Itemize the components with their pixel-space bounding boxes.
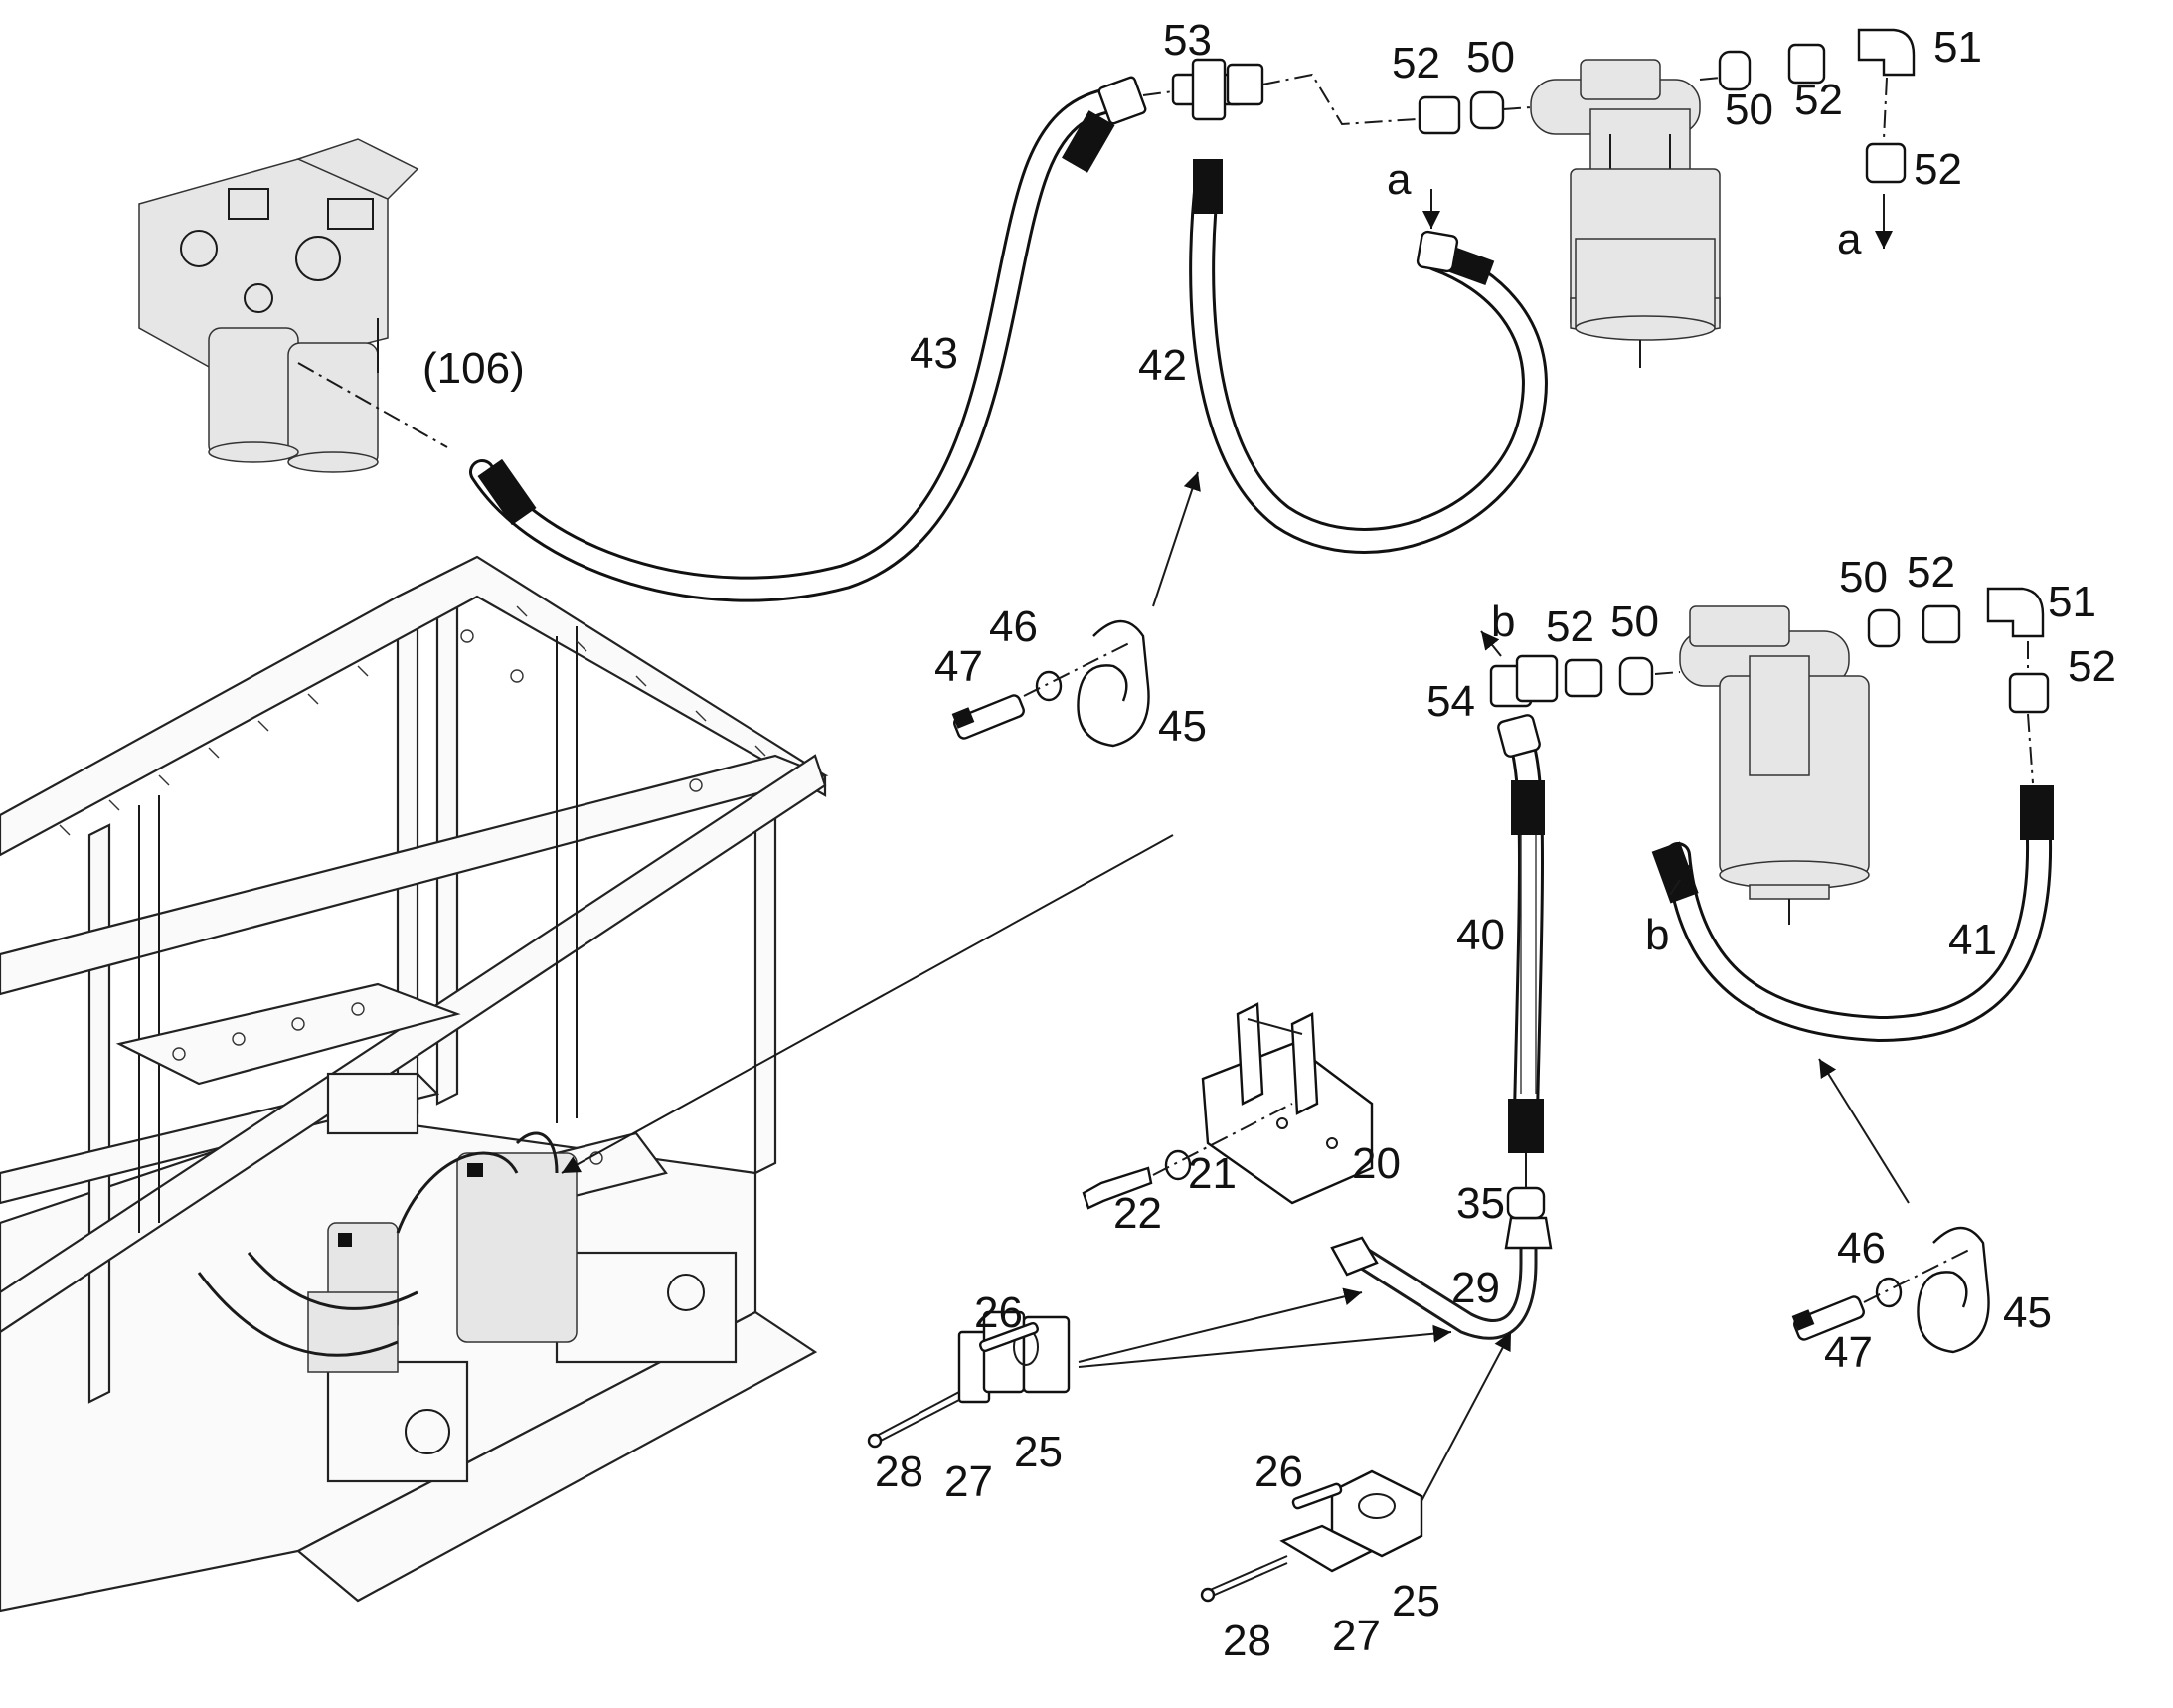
hose-41 [1651, 785, 2054, 1043]
leader-arrows [561, 189, 1910, 1502]
callout-labels: (106) 53 52 50 50 52 51 52 43 42 47 46 4… [422, 16, 2116, 1665]
fittings-top [1097, 28, 1916, 273]
clamp-set-lower [1200, 1469, 1423, 1603]
marker-b-mid: b [1645, 911, 1669, 959]
callout-50: 50 [1610, 598, 1659, 646]
tube-29 [1330, 1216, 1553, 1340]
marker-b-top: b [1491, 598, 1515, 646]
callout-41: 41 [1948, 916, 1997, 964]
callout-53: 53 [1163, 16, 1212, 65]
callout-28: 28 [875, 1448, 923, 1496]
callout-26: 26 [974, 1288, 1023, 1337]
callout-46: 46 [1837, 1224, 1886, 1273]
callout-45: 45 [2003, 1288, 2052, 1337]
callout-52: 52 [2068, 642, 2116, 691]
callout-50: 50 [1466, 33, 1515, 82]
callout-25: 25 [1392, 1577, 1440, 1625]
lower-filter-assembly [1679, 605, 1870, 925]
callout-46: 46 [989, 602, 1038, 651]
callout-54: 54 [1426, 677, 1475, 726]
callout-50: 50 [1725, 85, 1773, 134]
clamp-assembly-lower [1791, 1226, 1990, 1354]
centerline-pump [297, 362, 448, 448]
bracket-assembly [1082, 1002, 1374, 1210]
upper-filter-assembly [1530, 59, 1721, 368]
callout-35: 35 [1456, 1179, 1505, 1228]
fittings-lower [1489, 587, 2050, 1220]
clamp-set-upper [867, 1310, 1071, 1449]
machine-frame [0, 555, 829, 1613]
marker-a-top: a [1387, 155, 1412, 204]
marker-a-right: a [1837, 215, 1862, 263]
hose-40 [1508, 728, 1545, 1153]
callout-20: 20 [1352, 1139, 1401, 1188]
callout-25: 25 [1014, 1428, 1063, 1476]
hydraulic-pump-block [138, 138, 419, 473]
callout-52: 52 [1914, 145, 1962, 194]
callout-52: 52 [1794, 76, 1843, 124]
callout-45: 45 [1158, 702, 1207, 751]
callout-40: 40 [1456, 911, 1505, 959]
callout-52: 52 [1546, 602, 1594, 651]
installed-filter-assembly [197, 1131, 578, 1373]
connection-markers: a a b b [1387, 155, 1862, 959]
callout-52: 52 [1392, 39, 1440, 87]
callout-26: 26 [1254, 1448, 1303, 1496]
callout-47: 47 [1824, 1328, 1873, 1377]
callout-22: 22 [1113, 1189, 1162, 1238]
callout-28: 28 [1223, 1617, 1271, 1665]
clamp-assembly-upper [951, 619, 1150, 748]
callout-29: 29 [1451, 1264, 1500, 1312]
callout-21: 21 [1188, 1149, 1237, 1198]
callout-51: 51 [1933, 23, 1982, 72]
callout-42: 42 [1138, 341, 1187, 390]
hose-42 [1189, 159, 1548, 554]
callout-27: 27 [1332, 1612, 1381, 1660]
callout-43: 43 [910, 329, 958, 378]
callout-27: 27 [944, 1457, 993, 1506]
callout-52: 52 [1907, 548, 1955, 597]
callout-106: (106) [422, 344, 525, 393]
hose-43 [469, 86, 1126, 602]
callout-50: 50 [1839, 553, 1888, 601]
callout-51: 51 [2048, 578, 2096, 626]
callout-47: 47 [934, 642, 983, 691]
